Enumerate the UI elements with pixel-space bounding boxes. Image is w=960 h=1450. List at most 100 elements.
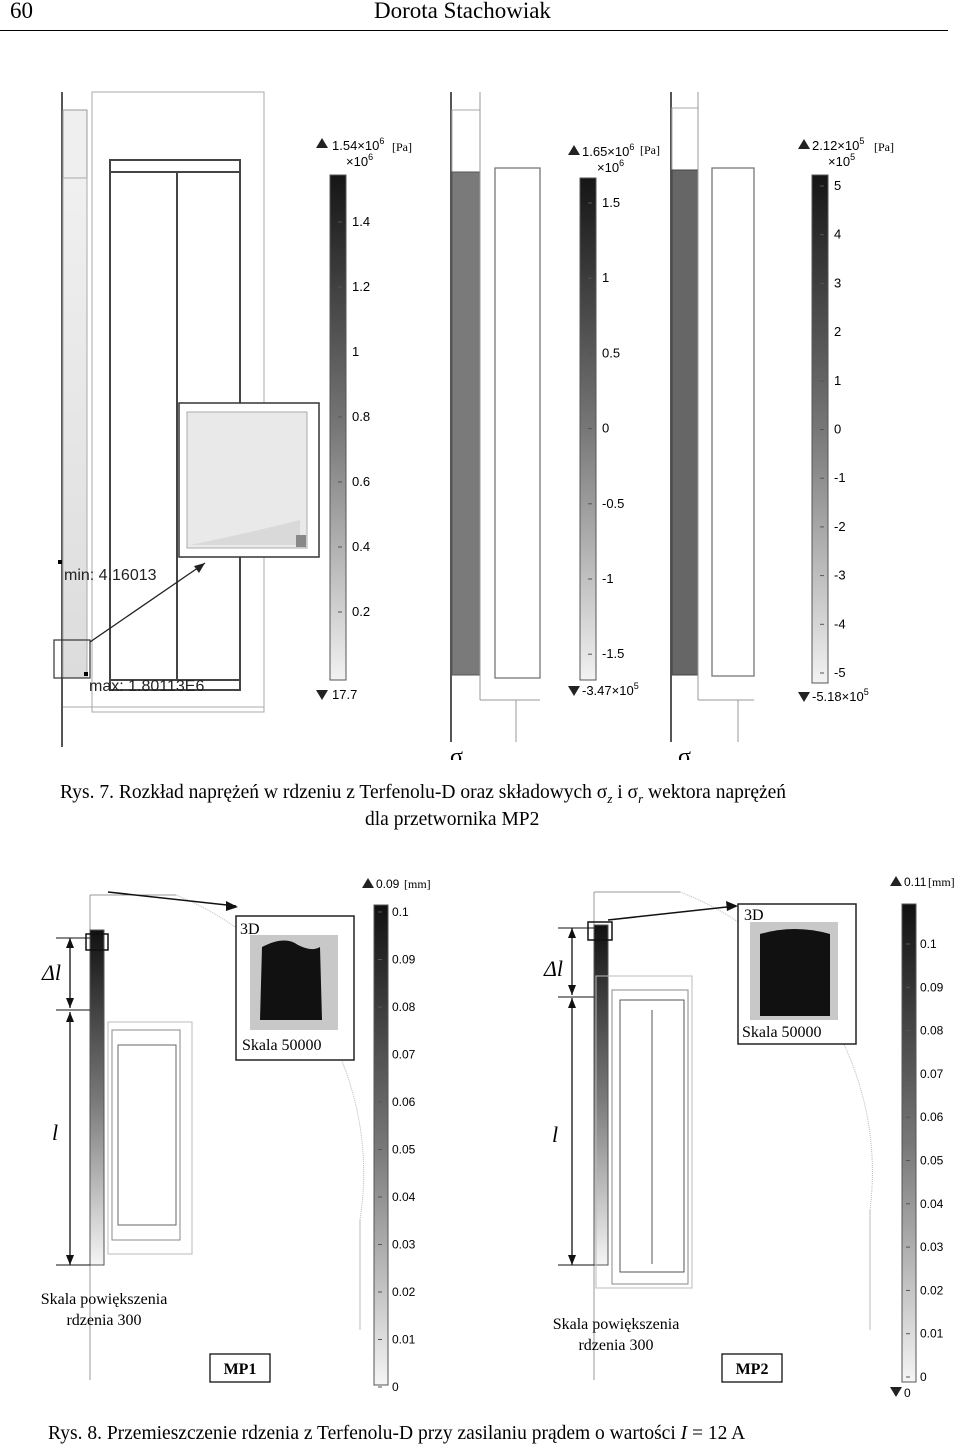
panel-a-max-annotation: max: 1.80113E6 [89,678,204,695]
colorbar-tick-label: -5 [834,665,846,680]
colorbar-tick-label: 0.07 [920,1067,944,1081]
colorbar-tick-label: 1.4 [352,214,370,229]
mp1-scale-note-line1: Skala powiększenia [41,1291,168,1308]
colorbar-tick-label: -1.5 [602,646,624,661]
colorbar-tick-label: 0.03 [392,1238,416,1252]
mp1-unit: [mm] [404,877,431,891]
mp1-max-label: 0.09 [376,877,400,891]
colorbar-tick-label: -0.5 [602,496,624,511]
panel-b-colorbar: 1.65×106 [Pa] ×106 1.510.50-0.5-1-1.5 -3… [568,142,660,698]
colorbar-tick-label: 0.09 [920,980,944,994]
colorbar-tick-label: 1 [834,373,841,388]
colorbar-tick-label: 0.09 [392,953,416,967]
colorbar-tick-label: 0.8 [352,409,370,424]
mp2-model [558,891,873,1383]
mp1-model [56,891,365,1383]
figure-7-caption: Rys. 7. Rozkład naprężeń w rdzeniu z Ter… [60,782,787,806]
page-number: 60 [10,0,33,23]
max-triangle-icon [568,145,580,155]
sigma-z-label: σz [450,744,469,760]
panel-b-max-label: 1.65×106 [582,142,634,159]
colorbar-tick-label: 0.05 [920,1154,944,1168]
colorbar-tick-label: 1.5 [602,195,620,210]
colorbar-tick-label: 4 [834,227,841,242]
mp2-scale-note-line2: rdzenia 300 [578,1337,653,1354]
mp2-l-label: l [552,1122,558,1147]
mp2-scale-note-line1: Skala powiększenia [553,1316,680,1333]
min-triangle-icon [316,690,328,700]
min-triangle-icon [568,686,580,696]
panel-a-unit: [Pa] [392,140,412,154]
panel-a-colorbar: 1.54×106 [Pa] ×106 1.41.210.80.60.40.2 1… [316,136,412,702]
colorbar-tick-label: 0.02 [392,1285,416,1299]
panel-c-max-label: 2.12×105 [812,136,864,153]
colorbar-tick-label: 0.02 [920,1283,944,1297]
mp1-box-label: MP1 [224,1361,257,1378]
colorbar-tick-label: 0.05 [392,1143,416,1157]
sigma-r-label: σr [678,744,697,760]
panel-a-max-label: 1.54×106 [332,136,384,153]
panel-a-min-annotation: min: 4.16013 [64,567,157,584]
colorbar-tick-label: -4 [834,616,846,631]
colorbar-tick-label: 3 [834,275,841,290]
colorbar-tick-label: 1 [602,270,609,285]
mp2-delta-l: Δl [543,956,563,981]
panel-b-model [450,92,541,742]
colorbar-tick-label: 0.1 [392,905,409,919]
colorbar-tick-label: 0.03 [920,1240,944,1254]
panel-a-scale-factor: ×106 [346,152,373,169]
colorbar-tick-label: 0.06 [920,1110,944,1124]
mp2-min-label: 0 [904,1386,911,1400]
colorbar-tick-label: 0 [920,1370,927,1384]
colorbar-tick-label: 5 [834,178,841,193]
colorbar-tick-label: 1.2 [352,279,370,294]
colorbar-tick-label: -1 [602,571,614,586]
running-header-author: Dorota Stachowiak [374,0,551,23]
figure-7: min: 4.16013 max: 1.80113E6 1.54×106 [Pa… [53,91,894,760]
mp1-inset-scale: Skala 50000 [242,1037,322,1054]
panel-c-min-label: -5.18×105 [812,687,869,704]
colorbar-tick-label: 0.08 [392,1000,416,1014]
figure-8-caption: Rys. 8. Przemieszczenie rdzenia z Terfen… [48,1423,746,1444]
panel-a-model [53,91,320,747]
colorbar-tick-label: 0.04 [920,1197,944,1211]
colorbar-tick-label: 0 [602,421,609,436]
mp2-inset-scale: Skala 50000 [742,1024,822,1041]
colorbar-tick-label: 0.04 [392,1190,416,1204]
panel-b-scale-factor: ×106 [597,158,624,175]
colorbar-tick-label: 0.01 [392,1333,416,1347]
colorbar-tick-label: -1 [834,470,846,485]
mp2-inset-title: 3D [744,907,764,924]
panel-c-scale-factor: ×105 [828,152,855,169]
mp1-l-label: l [52,1120,58,1145]
mp2-unit: [mm] [928,875,955,889]
panel-b-unit: [Pa] [640,143,660,157]
figure-7-caption-line2: dla przetwornika MP2 [365,809,540,830]
colorbar-tick-label: 1 [352,344,359,359]
colorbar-tick-label: 0.5 [602,345,620,360]
colorbar-tick-label: 0.06 [392,1095,416,1109]
mp2-box-label: MP2 [736,1361,769,1378]
header-rule [0,30,948,31]
colorbar-tick-label: -3 [834,568,846,583]
colorbar-tick-label: 0.01 [920,1327,944,1341]
figure-8: 3D Skala 50000 Δl l Skala powiększenia r… [41,875,955,1400]
max-triangle-icon [798,139,810,149]
max-triangle-icon [316,138,328,148]
colorbar-tick-label: 0.08 [920,1024,944,1038]
colorbar-tick-label: 2 [834,324,841,339]
colorbar-tick-label: 0.07 [392,1048,416,1062]
mp2-max-label: 0.11 [904,875,927,889]
colorbar-tick-label: 0 [834,422,841,437]
mp1-scale-note-line2: rdzenia 300 [66,1312,141,1329]
panel-c-model [670,92,755,742]
colorbar-tick-label: 0.2 [352,604,370,619]
panel-a-min-label: 17.7 [332,687,357,702]
colorbar-tick-label: 0 [392,1380,399,1394]
colorbar-tick-label: 0.1 [920,937,937,951]
mp2-colorbar: 0.11 [mm] 0.1 0.09 0.08 0.07 0.06 0.05 0.04 0.0… [890,875,955,1400]
mp1-inset-title: 3D [240,921,260,938]
panel-c-unit: [Pa] [874,140,894,154]
min-triangle-icon [798,692,810,702]
